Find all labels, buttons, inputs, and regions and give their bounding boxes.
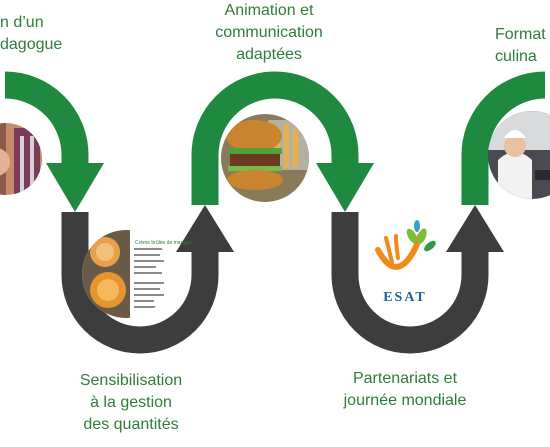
green-arc-1 [4,71,104,212]
step-2-label: Sensibilisation à la gestion des quantit… [79,372,183,433]
step-4-label: Partenariats et journée mondiale [343,370,467,409]
step-5-label: Format culina [495,26,546,65]
step-1-label: n d’un dagogue [0,14,63,53]
esat-logo: ESAT [375,220,436,305]
food-workshop-photo [0,123,42,195]
dark-arc-1 [61,205,234,354]
dark-arc-2 [331,205,504,354]
recipe-card-title: Crème brûlée de mangue [135,240,192,246]
green-arc-3 [461,71,546,205]
green-arc-2 [191,71,374,212]
recipe-card-photo [82,230,170,318]
burger-photo [221,114,309,202]
step-3-label: Animation et communication adaptées [215,2,323,63]
esat-logo-text: ESAT [383,290,427,305]
